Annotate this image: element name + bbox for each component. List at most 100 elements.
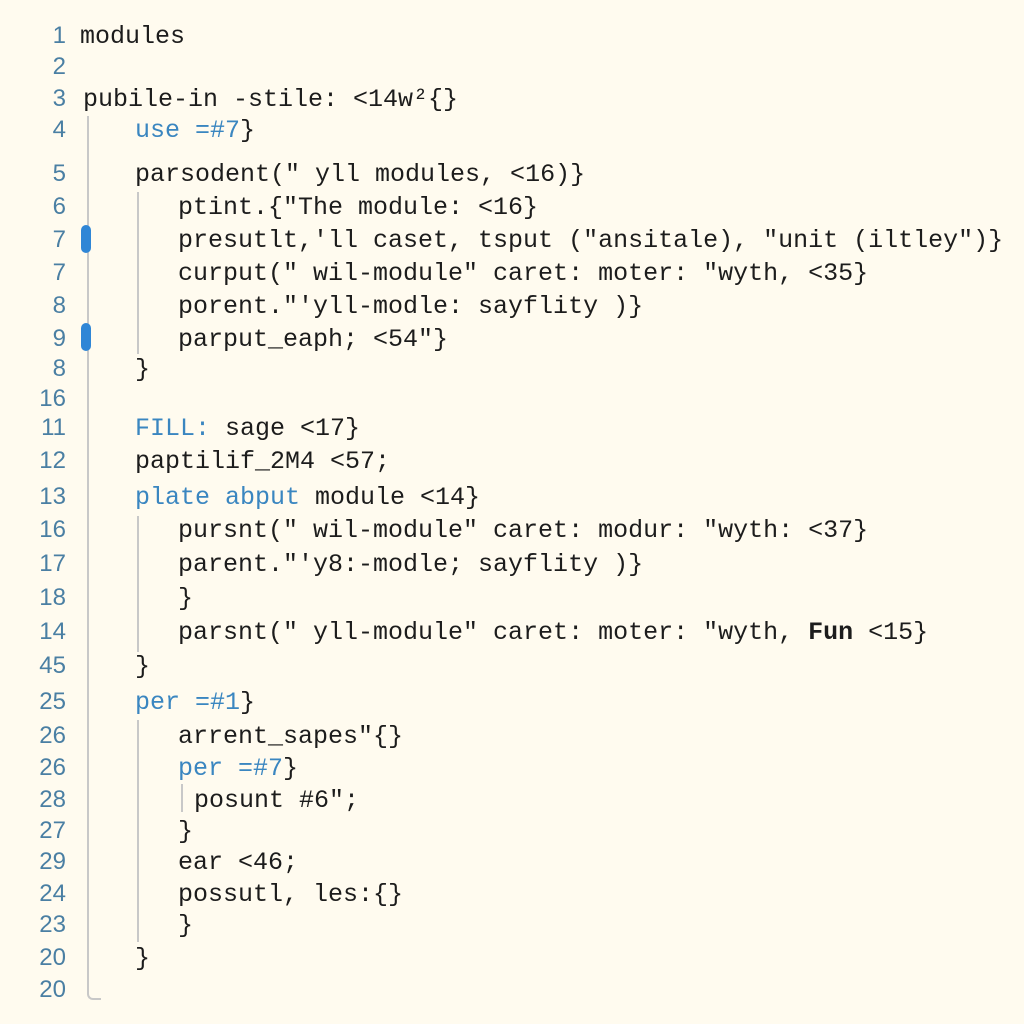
keyword-token: per =#1 — [135, 688, 241, 717]
line-number: 23 — [39, 911, 66, 938]
code-line[interactable]: 11 FILL: sage <17} — [0, 414, 1024, 446]
line-number: 24 — [39, 880, 66, 907]
line-number: 3 — [52, 85, 66, 112]
line-number: 13 — [39, 483, 66, 510]
code-token: } — [135, 944, 151, 973]
line-number: 1 — [52, 22, 66, 49]
code-token: <15} — [853, 618, 929, 647]
code-token: porent."'yll-modle: sayflity )} — [178, 292, 644, 321]
code-token: posunt #6"; — [194, 786, 360, 815]
line-number: 45 — [39, 652, 66, 679]
code-token: } — [283, 754, 299, 783]
code-line[interactable]: 14 parsnt(" yll-module" caret: moter: "wy… — [0, 618, 1024, 650]
code-text: parent."'y8:-modle; sayflity )} — [178, 550, 643, 579]
line-number: 29 — [39, 848, 66, 875]
code-text: porent."'yll-modle: sayflity )} — [178, 292, 643, 321]
code-line[interactable]: 18} — [0, 584, 1024, 616]
code-text: modules — [80, 22, 185, 51]
line-number: 16 — [39, 516, 66, 543]
line-number: 14 — [39, 618, 66, 645]
code-token: } — [178, 817, 194, 846]
change-marker[interactable] — [81, 323, 91, 351]
code-line[interactable]: 26 per =#7} — [0, 754, 1024, 786]
code-token: } — [135, 652, 151, 681]
code-text: } — [135, 355, 150, 384]
line-number: 6 — [52, 193, 66, 220]
code-token: presutlt,'ll caset, tsput ("ansitale), "… — [178, 226, 1004, 255]
code-line[interactable]: 8 porent."'yll-modle: sayflity )} — [0, 292, 1024, 324]
code-text: } — [135, 944, 150, 973]
code-text: plate abput module <14} — [135, 483, 480, 512]
code-line[interactable]: 1 modules — [0, 22, 1024, 54]
code-text: posunt #6"; — [194, 786, 359, 815]
code-line[interactable]: 13 plate abput module <14} — [0, 483, 1024, 515]
line-number: 18 — [39, 584, 66, 611]
code-token: parsnt(" yll-module" caret: moter: "wyth… — [178, 618, 809, 647]
code-text: per =#7} — [178, 754, 298, 783]
code-text: pursnt(" wil-module" caret: modur: "wyth… — [178, 516, 868, 545]
code-token: possutl, les:{} — [178, 880, 404, 909]
line-number: 8 — [52, 292, 66, 319]
code-line[interactable]: 29 ear <46; — [0, 848, 1024, 880]
code-token: parput_eaph; <54"} — [178, 325, 449, 354]
line-number: 28 — [39, 786, 66, 813]
code-text: presutlt,'ll caset, tsput ("ansitale), "… — [178, 226, 1003, 255]
code-token: } — [240, 688, 256, 717]
code-line[interactable]: 7 presutlt,'ll caset, tsput ("ansitale), … — [0, 226, 1024, 258]
code-token: module <14} — [300, 483, 481, 512]
code-text: per =#1} — [135, 688, 255, 717]
indent-guide-outer — [87, 116, 89, 984]
indent-guide-end-corner — [87, 984, 101, 1000]
code-token: sage <17} — [210, 414, 361, 443]
code-line[interactable]: 2 — [0, 53, 1024, 85]
code-text: } — [178, 911, 193, 940]
code-line[interactable]: 45} — [0, 652, 1024, 684]
code-token: } — [178, 584, 194, 613]
code-line[interactable]: 8} — [0, 355, 1024, 387]
code-line[interactable]: 23} — [0, 911, 1024, 943]
line-number: 27 — [39, 817, 66, 844]
line-number: 26 — [39, 754, 66, 781]
line-number: 4 — [52, 116, 66, 143]
line-number: 16 — [39, 385, 66, 412]
line-number: 7 — [52, 226, 66, 253]
code-line[interactable]: 16 pursnt(" wil-module" caret: modur: "wy… — [0, 516, 1024, 548]
code-text: parput_eaph; <54"} — [178, 325, 448, 354]
line-number: 12 — [39, 447, 66, 474]
code-text: paptilif_2M4 <57; — [135, 447, 390, 476]
change-marker[interactable] — [81, 225, 91, 253]
code-line[interactable]: 16 — [0, 385, 1024, 417]
code-token: ear <46; — [178, 848, 299, 877]
keyword-token: plate abput — [135, 483, 301, 512]
code-line[interactable]: 28 posunt #6"; — [0, 786, 1024, 818]
code-text: FILL: sage <17} — [135, 414, 360, 443]
code-token: curput(" wil-module" caret: moter: "wyth… — [178, 259, 869, 288]
code-text: parsodent(" yll modules, <16)} — [135, 160, 585, 189]
code-token: parent."'y8:-modle; sayflity )} — [178, 550, 644, 579]
line-number: 8 — [52, 355, 66, 382]
code-token: paptilif_2M4 <57; — [135, 447, 391, 476]
code-line[interactable]: 12 paptilif_2M4 <57; — [0, 447, 1024, 479]
code-text: arrent_sapes"{} — [178, 722, 403, 751]
code-line[interactable]: 20 — [0, 976, 1024, 1008]
indent-guide-block-4 — [181, 784, 183, 812]
line-number: 20 — [39, 944, 66, 971]
keyword-token: use =#7 — [135, 116, 241, 145]
code-line[interactable]: 24 possutl, les:{} — [0, 880, 1024, 912]
indent-guide-block-3 — [137, 720, 139, 942]
line-number: 11 — [41, 414, 66, 441]
code-line[interactable]: 27} — [0, 817, 1024, 849]
code-line[interactable]: 20} — [0, 944, 1024, 976]
code-text: parsnt(" yll-module" caret: moter: "wyth… — [178, 618, 928, 647]
code-text: ear <46; — [178, 848, 298, 877]
